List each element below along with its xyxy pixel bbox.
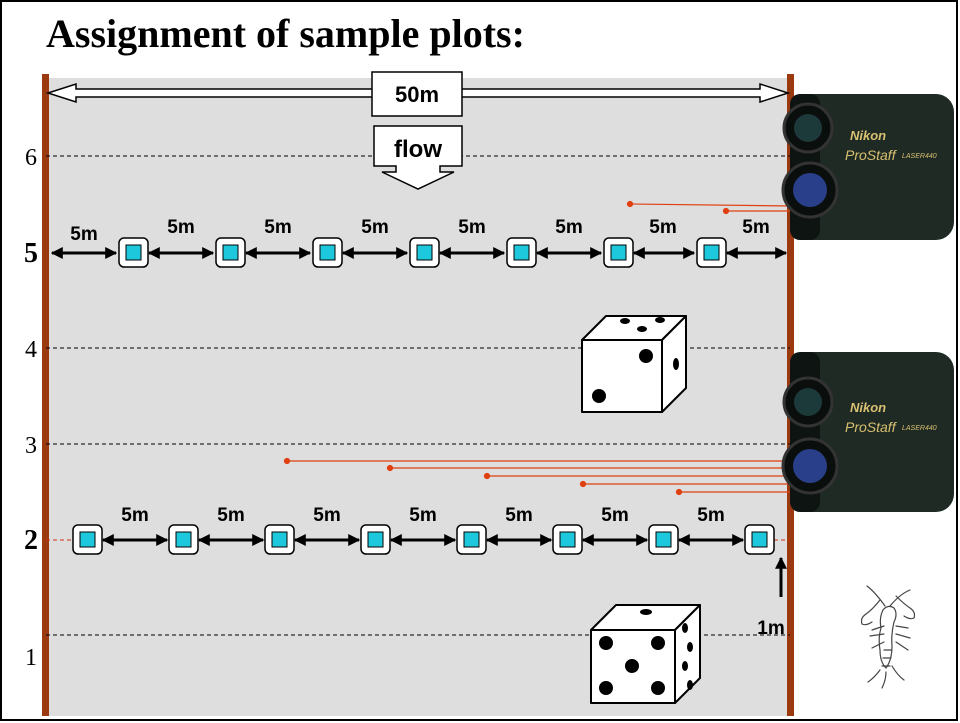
die-three	[581, 315, 687, 413]
spacing-label: 5m	[409, 505, 436, 526]
row-label-6: 6	[25, 145, 37, 171]
row-5-plot-markers	[118, 237, 727, 268]
row-label-2: 2	[24, 525, 38, 556]
row-2-spacing-labels: 5m 5m 5m 5m 5m 5m 5m	[121, 505, 724, 526]
plot-marker	[696, 237, 727, 268]
spacing-label: 5m	[601, 505, 628, 526]
crayfish-icon	[860, 585, 916, 689]
laser-lines-upper	[626, 200, 791, 215]
spacing-label: 5m	[742, 217, 769, 238]
laser-lines-lower	[283, 457, 790, 496]
row-2-plot-markers	[72, 524, 775, 555]
row-5-spacing-labels: 5m 5m 5m 5m 5m 5m 5m 5m	[70, 217, 769, 245]
flow-arrow	[373, 125, 463, 190]
spacing-label: 5m	[649, 217, 676, 238]
spacing-label: 5m	[217, 505, 244, 526]
plot-marker	[552, 524, 583, 555]
spacing-label: 5m	[505, 505, 532, 526]
spacing-label: 5m	[70, 224, 97, 245]
left-river-bank	[42, 74, 49, 716]
plot-marker	[72, 524, 103, 555]
spacing-label: 5m	[264, 217, 291, 238]
plot-marker	[744, 524, 775, 555]
row-label-3: 3	[25, 433, 37, 459]
plot-marker	[215, 237, 246, 268]
plot-marker	[506, 237, 537, 268]
rangefinder-model: ProStaff	[845, 147, 898, 163]
plot-marker	[118, 237, 149, 268]
row-label-5: 5	[24, 238, 38, 269]
die-five	[590, 604, 701, 704]
plot-marker	[648, 524, 679, 555]
bank-offset-label: 1m	[757, 618, 784, 639]
row-label-4: 4	[25, 337, 37, 363]
spacing-label: 5m	[167, 217, 194, 238]
flow-label: flow	[394, 136, 442, 163]
width-label: 50m	[395, 82, 439, 107]
plot-marker	[360, 524, 391, 555]
spacing-label: 5m	[555, 217, 582, 238]
slide-title: Assignment of sample plots:	[46, 11, 525, 56]
spacing-label: 5m	[697, 505, 724, 526]
width-label-box	[371, 71, 463, 117]
spacing-label: 5m	[313, 505, 340, 526]
plot-marker	[409, 237, 440, 268]
row-label-1: 1	[25, 645, 37, 671]
plot-marker	[264, 524, 295, 555]
rangefinder-brand: Nikon	[850, 400, 886, 415]
spacing-label: 5m	[121, 505, 148, 526]
rangefinder-model-suffix: LASER440	[902, 153, 937, 160]
plot-marker	[456, 524, 487, 555]
plot-marker	[312, 237, 343, 268]
plot-marker	[603, 237, 634, 268]
spacing-label: 5m	[361, 217, 388, 238]
rangefinder-upper: Nikon ProStaff LASER440	[781, 94, 954, 240]
rangefinder-model-suffix: LASER440	[902, 425, 937, 432]
rangefinder-model: ProStaff	[845, 419, 898, 435]
plot-marker	[168, 524, 199, 555]
spacing-label: 5m	[458, 217, 485, 238]
rangefinder-brand: Nikon	[850, 128, 886, 143]
rangefinder-lower: Nikon ProStaff LASER440	[781, 352, 954, 512]
